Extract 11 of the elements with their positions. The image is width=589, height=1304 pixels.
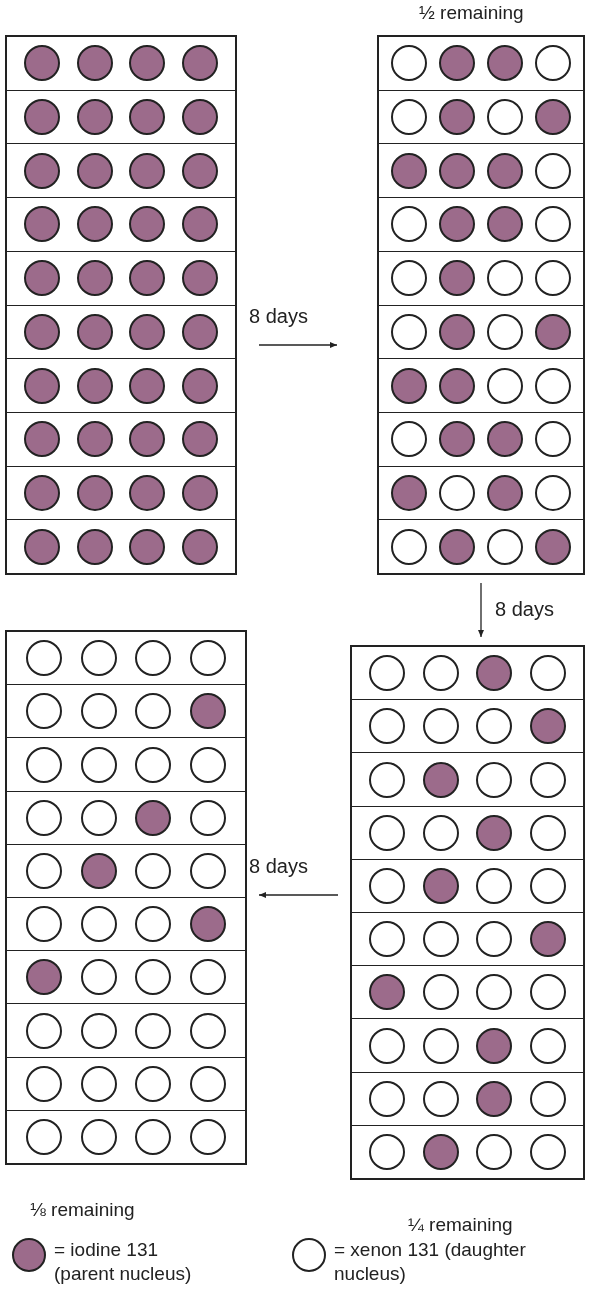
fraction-remaining-label: ⅛ remaining [30,1199,135,1221]
fraction-remaining-label: ½ remaining [419,2,524,24]
arrow [478,582,484,638]
arrow [258,892,339,898]
edge-label: 8 days [249,305,308,328]
arrow [258,342,338,348]
fraction-remaining-label: ¼ remaining [408,1214,513,1236]
edge-label: 8 days [495,598,554,621]
edge-label: 8 days [249,855,308,878]
legend-text: = xenon 131 (daughter nucleus) [334,1238,527,1286]
legend-text: = iodine 131 (parent nucleus) [54,1238,193,1286]
